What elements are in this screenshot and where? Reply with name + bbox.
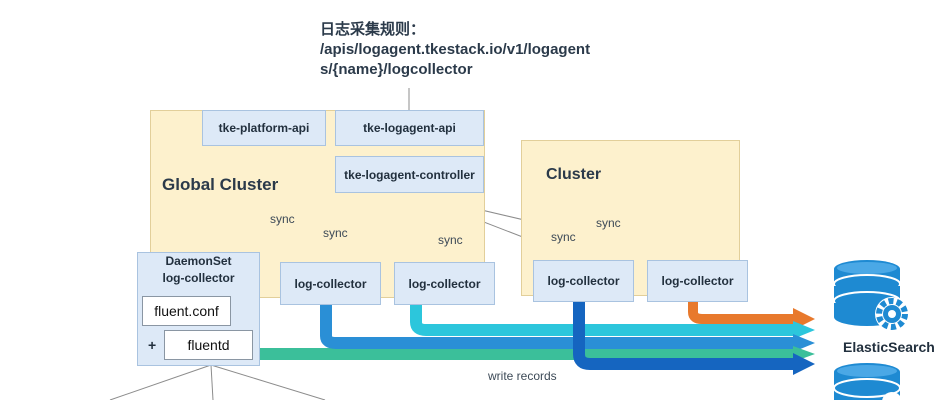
log-collector-4: log-collector (647, 260, 748, 302)
tke-logagent-api-box: tke-logagent-api (335, 110, 484, 146)
arrow-blue (320, 300, 793, 349)
sync-label-2: sync (323, 226, 348, 240)
gear-icon (875, 297, 909, 331)
header-line-3: s/{name}/logcollector (320, 61, 473, 78)
plus-sign: + (148, 337, 157, 353)
arrowhead-blue (793, 334, 815, 352)
sync-label-4: sync (551, 230, 576, 244)
log-collector-1: log-collector (280, 262, 381, 305)
arrowhead-cyan (793, 321, 815, 339)
header-line-2: /apis/logagent.tkestack.io/v1/logagent (320, 41, 591, 58)
daemonset-line-2-label: log-collector (162, 271, 235, 285)
second-database-icon (833, 363, 902, 400)
cluster-label: Cluster (546, 166, 602, 183)
fluentd-box: fluentd (164, 330, 253, 360)
tke-logagent-controller-box: tke-logagent-controller (335, 156, 484, 193)
daemonset-line-1-label: DaemonSet (165, 254, 232, 268)
sync-label-3: sync (438, 233, 463, 247)
collection-rule-title: 日志采集规则： /apis/logagent.tkestack.io/v1/lo… (320, 20, 590, 80)
daemonset-title: DaemonSet log-collector (138, 253, 259, 287)
arrow-navy (573, 300, 793, 370)
sync-label-1: sync (270, 212, 295, 226)
sync-label-5: sync (596, 216, 621, 230)
tke-platform-api-box: tke-platform-api (202, 110, 326, 146)
log-collector-2: log-collector (394, 262, 495, 305)
log-collector-3: log-collector (533, 260, 634, 302)
arrowhead-navy (793, 353, 815, 375)
header-line-1: 日志采集规则： (320, 21, 426, 38)
daemonset-line-1 (109, 364, 212, 400)
elasticsearch-label: ElasticSearch (843, 339, 935, 355)
arrow-cyan (410, 292, 793, 336)
arrow-orange (688, 300, 793, 324)
fluent-conf-box: fluent.conf (142, 296, 231, 326)
global-cluster-label: Global Cluster (162, 175, 279, 194)
daemonset-line-3 (210, 364, 326, 400)
write-records-label: write records (488, 369, 557, 383)
daemonset-line-2 (210, 364, 214, 400)
